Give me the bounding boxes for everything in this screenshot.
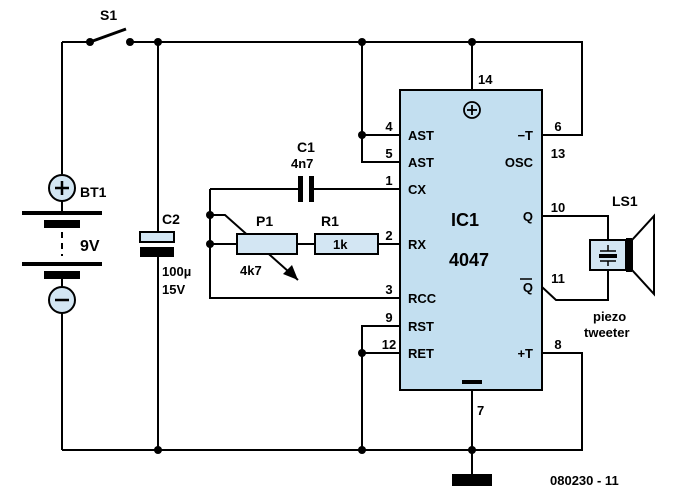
ic-pin-number-left: 12 [382, 337, 396, 352]
c1-ref: C1 [297, 139, 315, 155]
c2-ref: C2 [162, 211, 180, 227]
battery-bt1: BT1 9V [22, 42, 107, 450]
c2-voltage: 15V [162, 282, 185, 297]
ic1-pins: 4AST5AST1CX2RX3RCC9RST12RET6−T13OSC10Q11… [382, 119, 565, 361]
c1-value: 4n7 [291, 156, 313, 171]
ic-pin-number-left: 4 [385, 119, 393, 134]
resistor-r1: R1 1k [314, 213, 379, 255]
ic-pin-name-right: Q [523, 280, 533, 295]
ic-pin-number-right: 6 [554, 119, 561, 134]
ground-symbol [452, 474, 492, 486]
ic-pin-number-right: 13 [551, 146, 565, 161]
ic-pin-number-left: 5 [385, 146, 392, 161]
ic-pin-number-left: 9 [385, 310, 392, 325]
bottom-rail [62, 325, 583, 475]
ic-pin-name-left: RST [408, 319, 434, 334]
top-rail [62, 41, 583, 163]
ic-pin-number-right: 10 [551, 200, 565, 215]
ic-part: 4047 [449, 250, 489, 270]
c2-value: 100µ [162, 264, 191, 279]
ic-pin-name-right: +T [517, 346, 533, 361]
switch-ref: S1 [100, 7, 117, 23]
ic-pin-name-right: −T [517, 128, 533, 143]
ic-pin-name-left: RX [408, 237, 426, 252]
ic-pin-name-left: RCC [408, 291, 437, 306]
r1-value: 1k [333, 237, 348, 252]
ic-pin-name-right: OSC [505, 155, 534, 170]
ic-pin-name-left: RET [408, 346, 434, 361]
switch-s1: S1 [86, 7, 134, 46]
ic-pin-number-left: 2 [385, 228, 392, 243]
speaker-desc-line1: piezo [593, 309, 626, 324]
ic-pin-number-right: 8 [554, 337, 561, 352]
speaker-ref: LS1 [612, 193, 638, 209]
speaker-desc-line2: tweeter [584, 325, 630, 340]
ic-pin-name-left: CX [408, 182, 426, 197]
junction-dots [154, 38, 476, 454]
ic-pin-number-right: 11 [551, 271, 565, 286]
figure-code: 080230 - 11 [550, 473, 619, 488]
ic-pin-number-left: 3 [385, 282, 392, 297]
ic1-chip: IC1 4047 14 7 [399, 72, 543, 418]
ic-supply-pin: 14 [478, 72, 493, 87]
p1-value: 4k7 [240, 263, 262, 278]
piezo-speaker-ls1: LS1 piezo tweeter [541, 193, 655, 340]
ic-ref: IC1 [451, 210, 479, 230]
ic-pin-name-left: AST [408, 128, 434, 143]
r1-ref: R1 [321, 213, 339, 229]
ic-pin-name-left: AST [408, 155, 434, 170]
p1-ref: P1 [256, 213, 273, 229]
capacitor-c2: C2 100µ 15V [139, 42, 191, 450]
ic-pin-number-left: 1 [385, 173, 392, 188]
timing-network [209, 188, 400, 299]
battery-voltage: 9V [80, 238, 100, 255]
ic-ground-pin: 7 [477, 403, 484, 418]
battery-ref: BT1 [80, 184, 107, 200]
ic-pin-name-right: Q [523, 209, 533, 224]
potentiometer-p1: P1 4k7 [236, 213, 298, 278]
capacitor-c1: C1 4n7 [291, 139, 315, 202]
